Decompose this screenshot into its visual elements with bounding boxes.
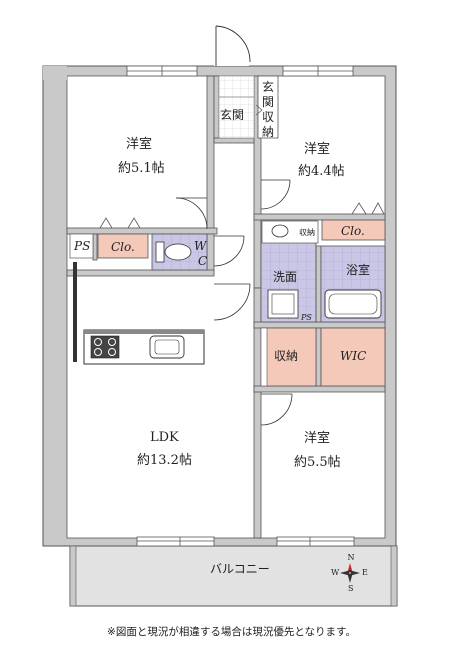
washroom-label: 洗面 [273,270,297,284]
wic-label: WIC [340,349,366,363]
entrance-storage-char-1: 玄 [262,79,274,94]
entrance-storage-char-3: 収 [262,110,274,124]
closet-2: Clo. [321,219,386,241]
compass-n: N [348,553,355,562]
ldk-size: 約13.2帖 [137,453,192,468]
western-room-3-name: 洋室 [304,430,330,446]
ps-left: PS [69,233,94,259]
wc-w-label: W [194,239,208,253]
compass-e: E [362,568,368,577]
kitchen-counter [83,329,205,365]
wc-c-label: C [198,254,207,268]
ps-left-label: PS [73,239,90,253]
western-room-2-name: 洋室 [304,141,330,157]
bathroom: 浴室 [320,245,386,323]
closet-1-label: Clo. [111,240,135,254]
wic: WIC [320,327,386,387]
compass-icon: N E S W [331,553,368,593]
footnote: ※図面と現況が相違する場合は現況優先となります。 [107,626,356,638]
western-room-1-name: 洋室 [126,136,152,152]
entrance-floor: 玄関 [218,75,255,139]
compass-s: S [348,584,353,593]
sink-icon [149,335,185,359]
western-room-2-size: 約4.4帖 [298,164,345,179]
closet-1: Clo. [97,217,149,259]
ldk-name: LDK [150,430,179,445]
storage-label: 収納 [274,349,298,363]
western-room-3-size: 約5.5帖 [294,455,341,470]
ldk: LDK 約13.2帖 [137,430,192,468]
entrance-storage-char-4: 納 [262,125,274,139]
western-room-1: 洋室 約5.1帖 [118,136,165,176]
entrance-door[interactable] [214,25,251,66]
windows [126,65,355,547]
western-room-2: 洋室 約4.4帖 [298,141,385,215]
balcony-label: バルコニー [210,562,270,576]
western-room-1-size: 約5.1帖 [118,161,165,176]
ps-right-label: PS [300,313,312,322]
entrance-storage: 玄 関 収 納 [255,75,279,139]
entrance-storage-char-2: 関 [262,95,274,109]
western-room-3: 洋室 約5.5帖 [294,430,341,470]
washroom: 収納 洗面 PS [260,219,319,323]
stove-icon [90,335,120,359]
balcony: バルコニー [69,545,398,607]
compass-w: W [331,568,340,577]
wc: W C [151,233,208,271]
bathroom-label: 浴室 [346,262,370,277]
closet-2-label: Clo. [341,224,365,238]
ldk-side-window [73,262,77,362]
storage: 収納 [260,327,317,387]
washroom-storage-label: 収納 [299,227,315,237]
entrance-label: 玄関 [220,107,244,122]
